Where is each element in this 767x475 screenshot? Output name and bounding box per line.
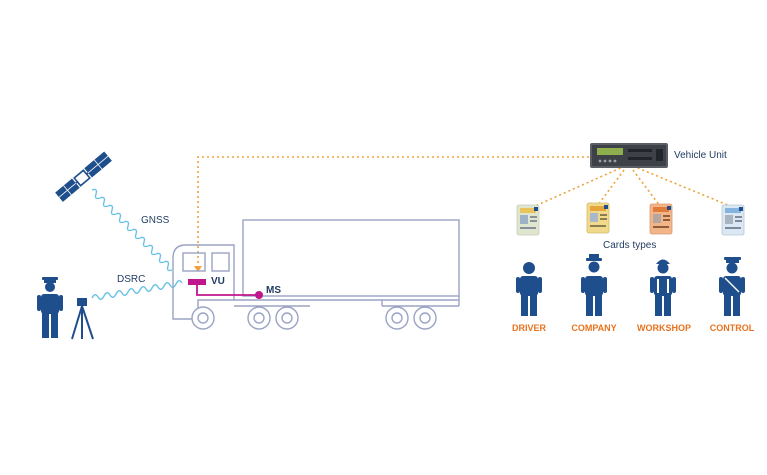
camera-icon	[77, 298, 87, 306]
role-label-workshop: WORKSHOP	[637, 323, 691, 333]
vu-label: VU	[211, 276, 225, 287]
link-card-control	[632, 165, 731, 207]
truck-trailer	[242, 219, 460, 297]
role-label-company: COMPANY	[571, 323, 616, 333]
vu-marker	[188, 279, 206, 285]
card-driver	[516, 204, 540, 236]
link-card-driver	[534, 165, 626, 207]
role-label-control: CONTROL	[710, 323, 755, 333]
card-control	[721, 204, 745, 236]
driver-figure-icon	[516, 262, 542, 316]
ms-sensor	[255, 291, 263, 299]
truck-window-right	[211, 252, 230, 272]
link-card-company	[597, 165, 628, 206]
camera-tripod-icon	[71, 305, 94, 340]
role-label-driver: DRIVER	[512, 323, 547, 333]
link-card-workshop	[629, 165, 661, 207]
dotted-links	[197, 156, 731, 268]
vu-link-arrowhead	[194, 266, 202, 272]
workshop-figure-icon	[650, 259, 676, 316]
vu-ms-cable	[196, 285, 259, 296]
gnss-wave	[91, 188, 173, 272]
truck-window-left	[182, 252, 206, 272]
vehicle-unit-label: Vehicle Unit	[674, 150, 727, 161]
gnss-label: GNSS	[141, 215, 170, 226]
company-figure-icon	[581, 254, 607, 316]
truck-wheels	[191, 306, 437, 330]
cards-types-label: Cards types	[603, 240, 656, 251]
vehicle-unit-display	[597, 148, 623, 155]
vehicle-unit-device	[590, 143, 668, 168]
ms-label: MS	[266, 285, 281, 296]
truck-cab	[172, 244, 235, 320]
dsrc-label: DSRC	[117, 274, 145, 285]
card-company	[586, 202, 610, 234]
dsrc-wave	[91, 280, 183, 300]
control-figure-icon	[719, 257, 745, 316]
police-officer-icon	[37, 277, 63, 338]
truck-icon	[172, 219, 460, 320]
card-workshop	[649, 203, 673, 235]
vu-to-vehicle-unit-link	[197, 156, 590, 268]
satellite-icon	[55, 151, 112, 202]
